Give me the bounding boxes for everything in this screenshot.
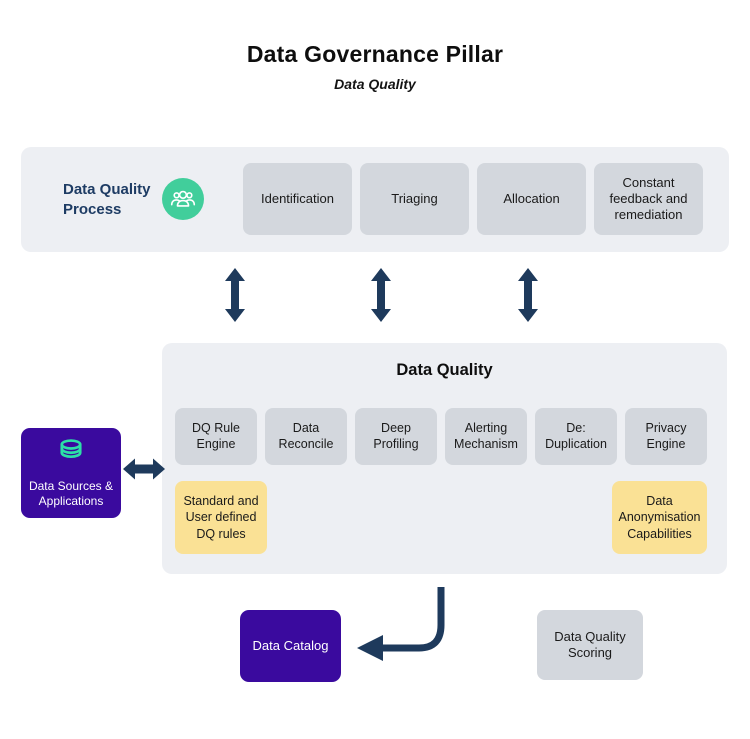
quality-panel: Data Quality DQ Rule Engine Data Reconci… — [162, 343, 727, 574]
process-step-identification: Identification — [243, 163, 352, 235]
quality-panel-title: Data Quality — [396, 361, 493, 379]
people-group-icon — [162, 178, 204, 220]
data-catalog-node: Data Catalog — [240, 610, 341, 682]
data-sources-node: Data Sources & Applications — [21, 428, 121, 518]
page-subtitle: Data Quality — [334, 76, 416, 92]
curved-arrow-icon — [357, 587, 445, 661]
highlight-data-anonymisation: Data Anonymisation Capabilities — [612, 481, 707, 554]
process-step-allocation: Allocation — [477, 163, 586, 235]
page-title: Data Governance Pillar — [246, 41, 504, 67]
double-arrow-horizontal-icon — [123, 458, 165, 480]
quality-modules-row: DQ Rule Engine Data Reconcile Deep Profi… — [175, 408, 707, 465]
process-steps-row: Identification Triaging Allocation Const… — [243, 163, 703, 235]
module-alerting-mechanism: Alerting Mechanism — [445, 408, 527, 465]
data-catalog-label: Data Catalog — [252, 637, 329, 653]
process-step-triaging: Triaging — [360, 163, 469, 235]
process-panel: Data Quality Process Identification Tria… — [21, 147, 729, 252]
double-arrow-vertical-icon — [225, 268, 245, 322]
process-step-feedback: Constant feedback and remediation — [594, 163, 703, 235]
data-sources-label: Data Sources & Applications — [28, 478, 114, 509]
double-arrow-vertical-icon — [371, 268, 391, 322]
module-deep-profiling: Deep Profiling — [355, 408, 437, 465]
highlight-dq-rules: Standard and User defined DQ rules — [175, 481, 267, 554]
double-arrow-vertical-icon — [518, 268, 538, 322]
process-panel-label: Data Quality Process — [63, 181, 151, 218]
database-icon — [54, 436, 88, 475]
module-data-reconcile: Data Reconcile — [265, 408, 347, 465]
module-dq-rule-engine: DQ Rule Engine — [175, 408, 257, 465]
module-de-duplication: De: Duplication — [535, 408, 617, 465]
module-privacy-engine: Privacy Engine — [625, 408, 707, 465]
dq-scoring-node: Data Quality Scoring — [537, 610, 643, 680]
